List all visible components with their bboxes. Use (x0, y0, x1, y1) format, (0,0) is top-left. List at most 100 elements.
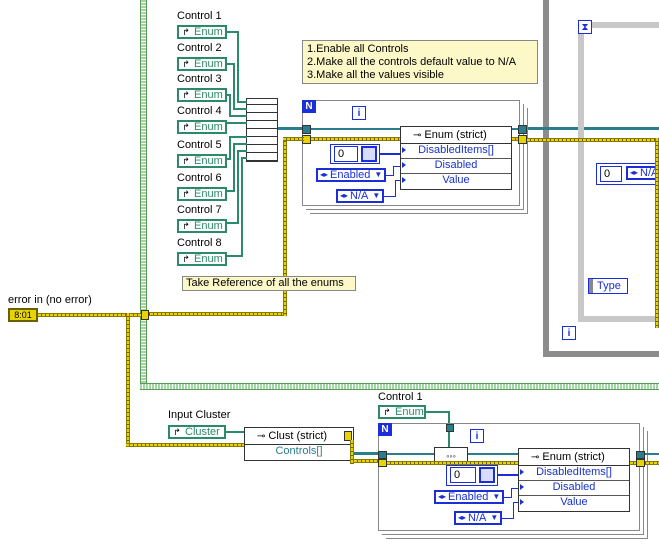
ref-wire-out (645, 453, 659, 455)
reference-icon: ↱ (182, 90, 190, 100)
array-constant[interactable] (330, 144, 380, 164)
structure-frame-bottom (140, 383, 659, 390)
property-node-bottom[interactable]: ⊸ Enum (strict) DisabledItems[] Disabled… (518, 448, 630, 512)
ref-wire (241, 157, 247, 159)
reference-icon: ↱ (182, 27, 190, 37)
value-wire (384, 196, 396, 197)
ref-wire-inner (387, 453, 434, 455)
property-row-disableditems[interactable]: DisabledItems[] (519, 466, 629, 481)
control-terminal[interactable]: ↱ Enum (177, 120, 227, 134)
inner-case-frame (578, 22, 659, 322)
dropdown-arrow-icon: ▼ (372, 191, 381, 200)
error-out-tab (344, 431, 352, 441)
error-wire (283, 137, 304, 141)
reference-icon: ⊸ (531, 451, 540, 463)
control-type: Enum (194, 253, 223, 265)
control-type: Enum (194, 26, 223, 38)
property-row-value[interactable]: Value (401, 174, 511, 188)
control-label: Control 6 (177, 172, 222, 184)
ref-wire (229, 94, 231, 116)
na-enum-constant[interactable]: ◂▸N/A▼ (336, 189, 384, 203)
reference-icon: ⊸ (257, 430, 266, 442)
reference-icon: ↱ (383, 407, 391, 417)
property-row-disableditems[interactable]: DisabledItems[] (401, 144, 511, 159)
control-type: Enum (194, 155, 223, 167)
error-wire (655, 138, 659, 328)
control-type: Enum (194, 58, 223, 70)
write-arrow-icon (520, 469, 524, 475)
array-index[interactable]: 0 (334, 146, 358, 162)
input-cluster-label: Input Cluster (168, 409, 231, 421)
ref-wire (227, 63, 235, 65)
ref-wire (241, 157, 243, 257)
control-terminal[interactable]: ↱Enum (177, 187, 227, 201)
error-wire (38, 313, 146, 317)
property-row-disabled[interactable]: Disabled (519, 481, 629, 496)
while-loop-iteration-terminal: i (562, 326, 576, 340)
build-array-node[interactable] (246, 98, 278, 162)
control-terminal[interactable]: ↱Enum (177, 219, 227, 233)
array-index-bottom[interactable]: 0 (450, 467, 476, 483)
control-type: Enum (194, 121, 223, 133)
control-label: Control 3 (177, 73, 222, 85)
loop-count-terminal: N (378, 423, 392, 436)
control-terminal[interactable]: ↱ Enum (177, 57, 227, 71)
control1-ref-wire (426, 411, 450, 413)
value-wire (393, 166, 394, 176)
right-array-index[interactable]: 0 (600, 166, 622, 182)
value-wire (511, 488, 512, 498)
enabled-enum-constant-bottom[interactable]: ◂▸Enabled▼ (434, 490, 504, 504)
ref-wire (237, 31, 239, 102)
control1-label: Control 1 (378, 391, 423, 403)
value-wire (513, 502, 514, 519)
right-na-constant[interactable]: ◂▸N/A (626, 166, 659, 180)
enabled-enum-constant[interactable]: ◂▸Enabled▼ (316, 168, 386, 182)
write-arrow-icon (402, 147, 406, 153)
loop-count-terminal: N (302, 100, 316, 113)
array-constant-bottom[interactable] (446, 465, 498, 486)
error-in-terminal[interactable]: 8:01 (8, 308, 38, 322)
property-node-top[interactable]: ⊸ Enum (strict) DisabledItems[] Disabled… (400, 126, 512, 190)
reference-icon: ↱ (182, 59, 190, 69)
error-wire (350, 440, 354, 464)
reference-icon: ↱ (182, 122, 190, 132)
cluster-ref-wire (226, 431, 244, 433)
property-node-class: Enum (strict) (424, 129, 487, 141)
value-wire (504, 497, 512, 498)
ref-wire (233, 108, 247, 110)
ref-wire (237, 101, 247, 103)
ref-wire (227, 122, 247, 124)
type-constant[interactable]: Type (588, 278, 628, 294)
control-terminal[interactable]: ↱ Enum (177, 25, 227, 39)
ref-wire (448, 432, 450, 447)
write-arrow-icon (402, 162, 406, 168)
dropdown-arrow-icon: ▼ (490, 513, 499, 522)
error-wire (512, 137, 518, 141)
control-terminal[interactable]: ↱Enum (177, 88, 227, 102)
comment-box: 1.Enable all Controls 2.Make all the con… (302, 40, 538, 84)
na-enum-constant-bottom[interactable]: ◂▸N/A▼ (454, 511, 502, 525)
loop-tunnel (302, 125, 311, 134)
error-wire (387, 461, 518, 465)
property-row-disabled[interactable]: Disabled (401, 159, 511, 174)
control-terminal[interactable]: ↱Enum (177, 154, 227, 168)
write-arrow-icon (520, 499, 524, 505)
ref-array-wire-out (526, 127, 578, 130)
ref-array-wire-right (584, 127, 659, 130)
loop-tunnel (518, 135, 527, 144)
property-row-value[interactable]: Value (519, 496, 629, 510)
input-cluster-terminal[interactable]: ↱Cluster (168, 425, 226, 439)
cluster-property-node[interactable]: ⊸ Clust (strict) Controls[] (244, 427, 354, 461)
property-row-controls[interactable]: Controls[] (275, 445, 323, 457)
array-element[interactable] (361, 146, 377, 162)
control1-terminal[interactable]: ↱Enum (378, 405, 426, 419)
array-element-bottom[interactable] (479, 467, 495, 483)
ref-array-wire (278, 127, 302, 130)
ref-wire (227, 31, 239, 33)
control-label: Control 1 (177, 10, 222, 22)
ref-wire (233, 63, 235, 109)
control-terminal[interactable]: ↱Enum (177, 252, 227, 266)
write-arrow-icon (402, 177, 406, 183)
control-label: Control 2 (177, 42, 222, 54)
equal-node[interactable] (446, 424, 454, 432)
